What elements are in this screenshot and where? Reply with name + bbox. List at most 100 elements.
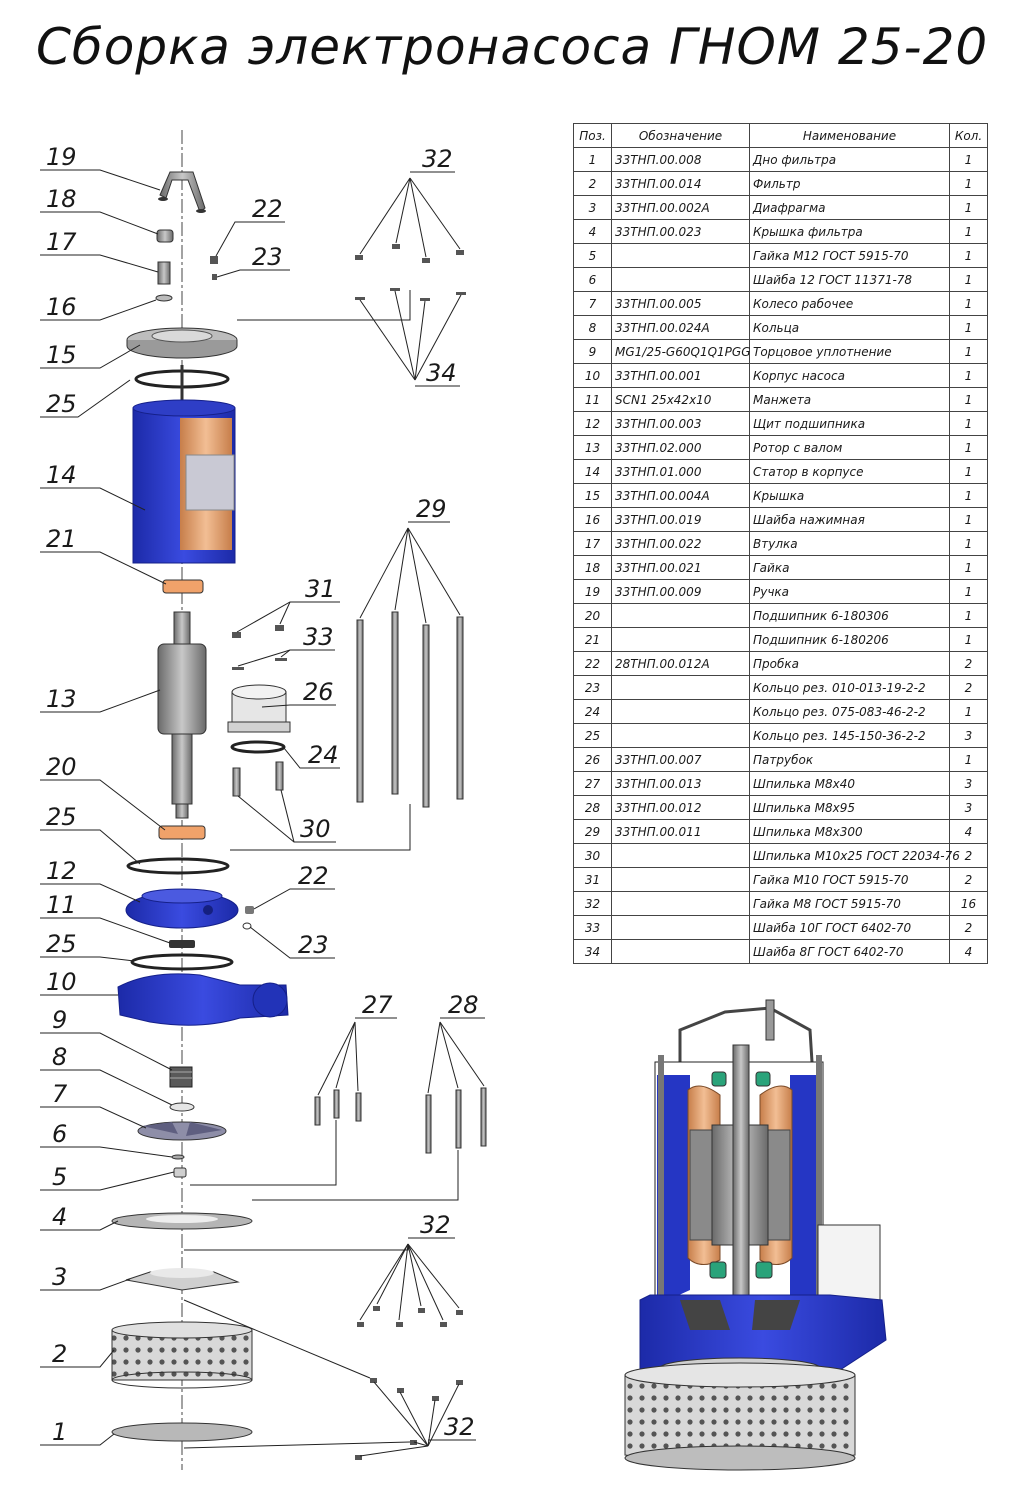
callout-27: 27 (362, 991, 393, 1019)
row-pos: 4 (573, 219, 612, 244)
callout-1: 1 (52, 1418, 67, 1446)
part-filter (111, 1321, 253, 1389)
header-designation: Обозначение (611, 123, 750, 148)
callout-25: 25 (46, 803, 77, 831)
row-qty: 1 (949, 339, 988, 364)
callout-33: 33 (303, 623, 334, 651)
row-name: Гайка М12 ГОСТ 5915-70 (749, 243, 950, 268)
callout-32: 32 (422, 145, 453, 173)
callout-labels: 19 18 17 16 15 25 14 21 13 20 25 12 11 2… (46, 143, 479, 1446)
callout-7: 7 (52, 1080, 68, 1108)
row-designation: 33ТНП.00.002А (611, 195, 750, 220)
row-pos: 15 (573, 483, 612, 508)
callout-28: 28 (448, 991, 479, 1019)
callout-8: 8 (52, 1043, 67, 1071)
row-designation (611, 867, 750, 892)
row-name: Ротор с валом (749, 435, 950, 460)
row-name: Шпилька М8х95 (749, 795, 950, 820)
row-pos: 22 (573, 651, 612, 676)
row-qty: 1 (949, 291, 988, 316)
row-name: Кольцо рез. 145-150-36-2-2 (749, 723, 950, 748)
row-name: Крышка фильтра (749, 219, 950, 244)
part-rotor (157, 611, 207, 819)
row-qty: 1 (949, 435, 988, 460)
row-pos: 6 (573, 267, 612, 292)
row-name: Статор в корпусе (749, 459, 950, 484)
row-name: Шайба 8Г ГОСТ 6402-70 (749, 939, 950, 964)
part-impeller (137, 1121, 227, 1141)
row-name: Шайба 10Г ГОСТ 6402-70 (749, 915, 950, 940)
part-studs-m10 (232, 761, 284, 797)
row-qty: 1 (949, 699, 988, 724)
row-name: Гайка М10 ГОСТ 5915-70 (749, 867, 950, 892)
part-bearing-upper (162, 579, 204, 594)
row-pos: 1 (573, 147, 612, 172)
row-designation (611, 843, 750, 868)
callout-10: 10 (46, 968, 77, 996)
row-designation (611, 675, 750, 700)
row-pos: 13 (573, 435, 612, 460)
header-qty: Кол. (949, 123, 988, 148)
part-m8-nuts-top (355, 244, 464, 263)
row-name: Шпилька М8х40 (749, 771, 950, 796)
row-name: Патрубок (749, 747, 950, 772)
part-m8-nuts-bottom (355, 1306, 463, 1460)
callout-31: 31 (305, 575, 336, 603)
row-qty: 4 (949, 939, 988, 964)
row-name: Шпилька М10х25 ГОСТ 22034-76 (749, 843, 960, 868)
row-designation: 33ТНП.02.000 (611, 435, 750, 460)
part-filter-cover (111, 1212, 253, 1230)
callout-16: 16 (46, 293, 77, 321)
part-plug-top (210, 256, 218, 280)
callout-32: 32 (444, 1413, 475, 1441)
row-qty: 2 (949, 915, 988, 940)
row-qty: 2 (949, 675, 988, 700)
row-qty: 3 (949, 795, 988, 820)
row-designation: 33ТНП.00.014 (611, 171, 750, 196)
row-qty: 1 (949, 531, 988, 556)
part-o-ring (126, 857, 230, 875)
callout-22: 22 (298, 862, 329, 890)
part-o-ring (130, 953, 234, 971)
row-pos: 5 (573, 243, 612, 268)
row-pos: 3 (573, 195, 612, 220)
part-pressure-washer (155, 294, 173, 302)
row-pos: 12 (573, 411, 612, 436)
row-qty: 1 (949, 411, 988, 436)
row-pos: 30 (573, 843, 612, 868)
callout-22: 22 (252, 195, 283, 223)
row-name: Манжета (749, 387, 950, 412)
row-pos: 19 (573, 579, 612, 604)
row-designation: 33ТНП.00.012 (611, 795, 750, 820)
row-name: Кольцо рез. 010-013-19-2-2 (749, 675, 950, 700)
leader-lines (40, 169, 485, 1457)
row-pos: 27 (573, 771, 612, 796)
part-stator-housing (132, 365, 236, 564)
row-designation: 33ТНП.00.011 (611, 819, 750, 844)
callout-24: 24 (308, 741, 339, 769)
row-qty: 1 (949, 603, 988, 628)
row-name: Кольцо рез. 075-083-46-2-2 (749, 699, 950, 724)
header-name: Наименование (749, 123, 950, 148)
row-designation: 33ТНП.00.021 (611, 555, 750, 580)
row-designation: 33ТНП.00.024А (611, 315, 750, 340)
part-mechanical-seal (169, 1066, 193, 1088)
callout-19: 19 (46, 143, 77, 171)
row-qty: 1 (949, 315, 988, 340)
part-branch-pipe (227, 684, 291, 733)
